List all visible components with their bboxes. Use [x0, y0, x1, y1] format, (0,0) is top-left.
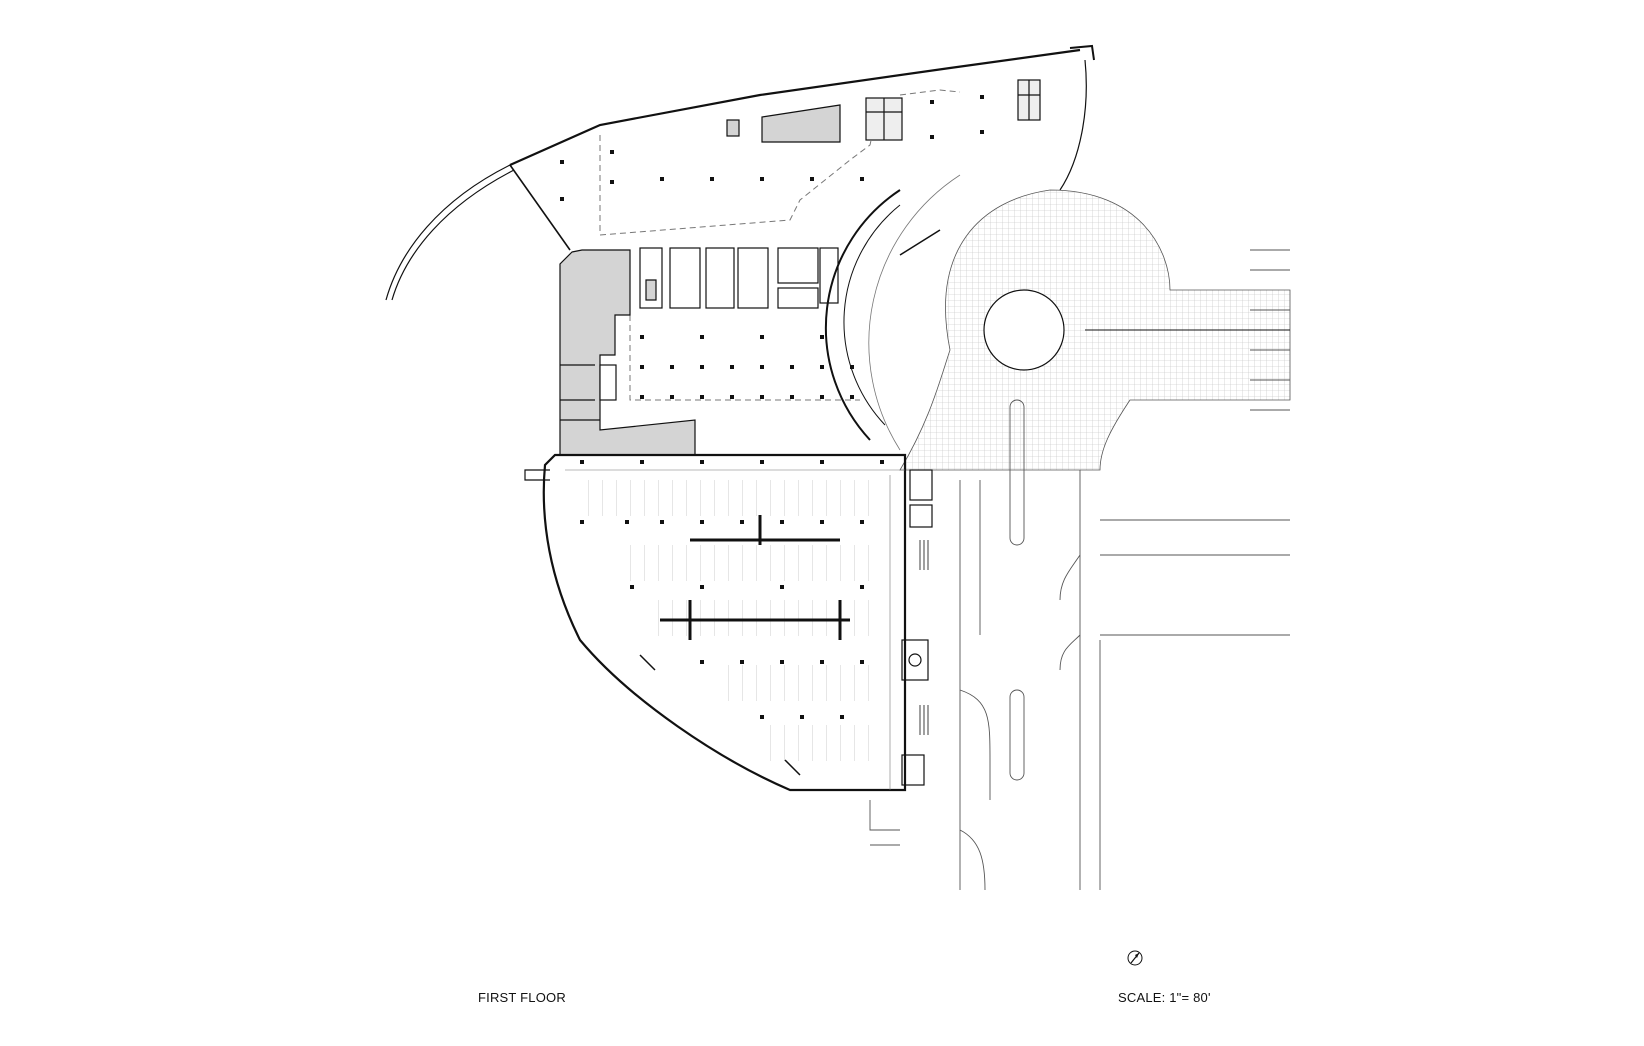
east-roadways	[869, 249, 1290, 891]
middle-service-core	[639, 247, 839, 309]
entry-plaza	[824, 174, 961, 451]
parking-stalls	[580, 480, 880, 761]
parking-garage	[524, 453, 907, 792]
garage-east-elements	[639, 469, 933, 786]
north-arrow-icon	[1127, 950, 1143, 966]
upper-wing-columns	[560, 95, 984, 201]
upper-wing-dashed-outline	[599, 89, 961, 401]
upper-service-block	[726, 79, 1041, 143]
parking-dividers	[660, 515, 850, 640]
middle-floor-columns	[640, 335, 854, 399]
parking-columns	[580, 460, 884, 719]
scale-label: SCALE: 1"= 80'	[1118, 990, 1211, 1005]
west-wing-block	[559, 249, 696, 456]
site-curve	[385, 164, 515, 301]
drawing-title: FIRST FLOOR	[478, 990, 566, 1005]
north-building-envelope	[509, 44, 1095, 251]
drop-off-circle	[899, 189, 1291, 471]
